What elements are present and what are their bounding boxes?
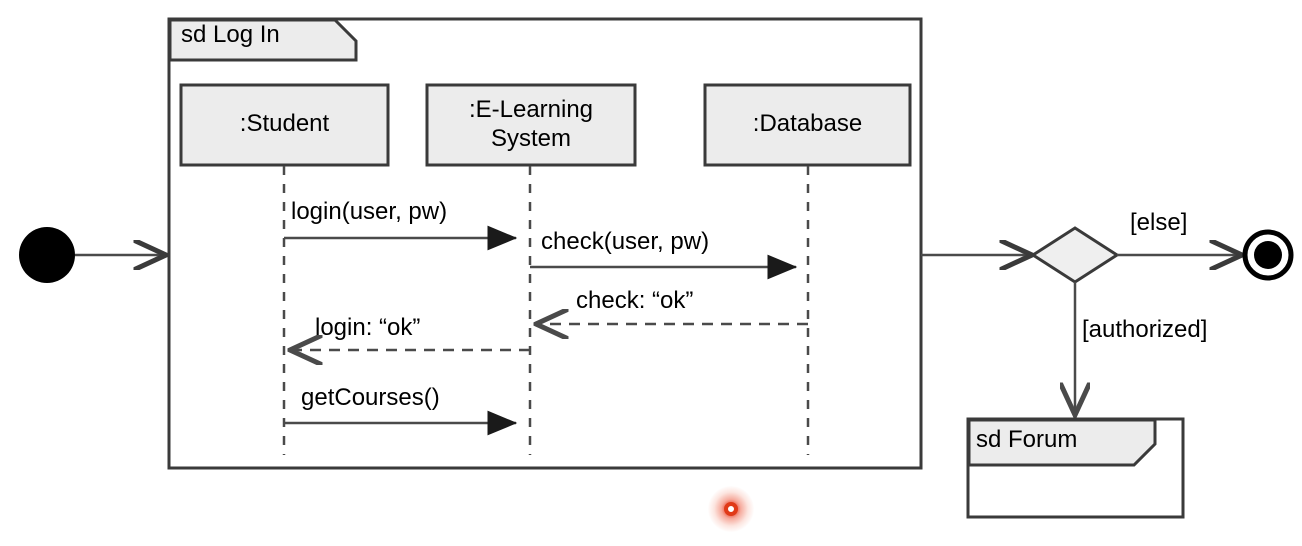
lifeline-head-elearning-system: [425, 83, 637, 167]
activity-final-node: [1242, 229, 1294, 281]
red-dot-marker: [708, 486, 754, 532]
lifeline-label-elearning-system-line1: :E-Learning: [468, 96, 594, 123]
guard-label-else: [else]: [1130, 209, 1188, 236]
lifeline-label-database: :Database: [752, 110, 863, 137]
red-dot-core: [724, 502, 738, 516]
message-label-login-return: login: “ok”: [315, 314, 421, 341]
guard-label-authorized: [authorized]: [1082, 316, 1208, 343]
lifeline-head-student: [179, 83, 390, 167]
lifeline-label-elearning-system-line2: System: [490, 125, 571, 152]
lifeline-label-student: :Student: [239, 110, 330, 137]
message-label-login: login(user, pw): [291, 198, 448, 225]
initial-node: [19, 227, 75, 283]
message-label-check: check(user, pw): [541, 228, 710, 255]
message-label-check-return: check: “ok”: [576, 287, 694, 314]
sequence-frame-title-tab: [168, 18, 358, 62]
decision-diamond: [1030, 226, 1120, 284]
forum-frame-title: sd Forum: [976, 426, 1078, 453]
sequence-frame-title: sd Log In: [181, 21, 280, 48]
forum-frame-title-tab: [967, 418, 1157, 467]
message-label-getcourses: getCourses(): [301, 384, 440, 411]
lifeline-head-database: [703, 83, 912, 167]
